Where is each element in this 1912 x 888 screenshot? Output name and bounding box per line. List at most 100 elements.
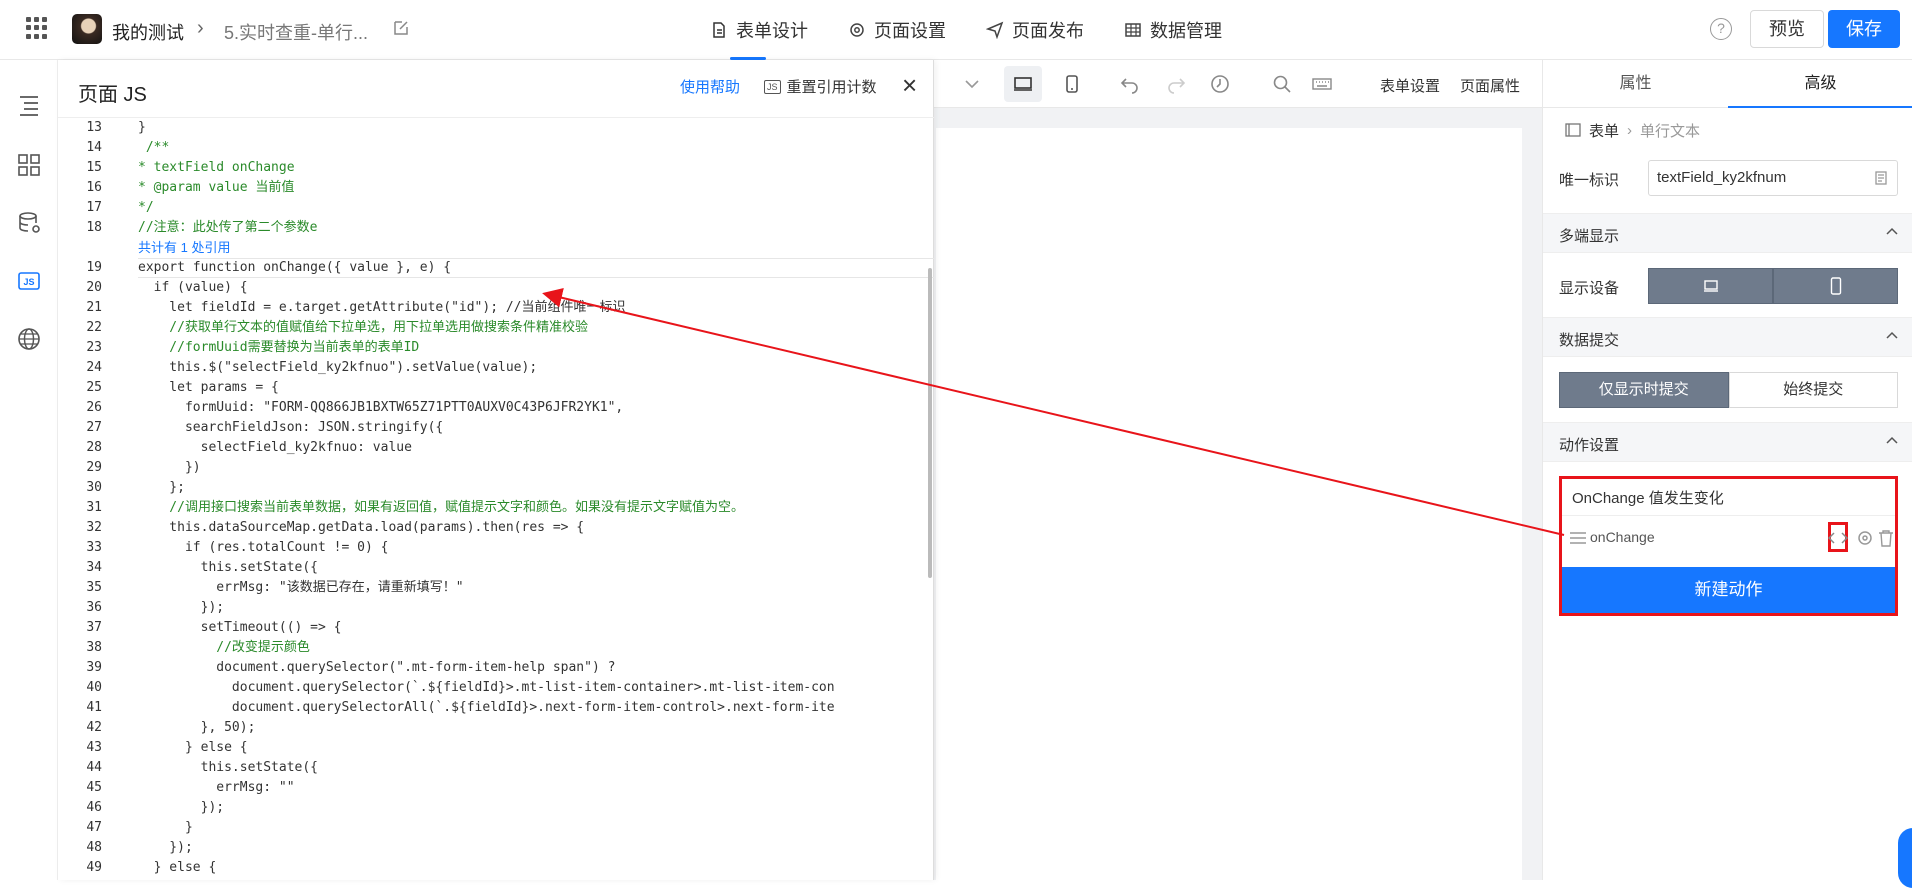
line-number: 38 bbox=[86, 640, 102, 655]
desktop-device-option[interactable] bbox=[1648, 268, 1773, 304]
new-action-button[interactable]: 新建动作 bbox=[1562, 567, 1895, 613]
editor-scrollbar[interactable] bbox=[928, 268, 932, 578]
line-number: 31 bbox=[86, 500, 102, 515]
always-submit-option[interactable]: 始终提交 bbox=[1728, 372, 1898, 408]
components-icon[interactable] bbox=[16, 152, 42, 178]
send-icon bbox=[986, 21, 1004, 39]
code-line: } else { bbox=[138, 860, 217, 875]
mobile-view-icon[interactable] bbox=[1062, 74, 1082, 94]
chevron-up-icon[interactable] bbox=[1886, 226, 1898, 238]
chevron-up-icon[interactable] bbox=[1886, 330, 1898, 342]
submit-when-visible-option[interactable]: 仅显示时提交 bbox=[1559, 372, 1729, 408]
desktop-view-icon[interactable] bbox=[1013, 74, 1033, 94]
line-number: 35 bbox=[86, 580, 102, 595]
unique-id-value: textField_ky2kfnum bbox=[1657, 169, 1787, 186]
section-title: 动作设置 bbox=[1559, 437, 1620, 454]
chevron-up-icon[interactable] bbox=[1886, 435, 1898, 447]
section-data-submit[interactable]: 数据提交 bbox=[1543, 317, 1912, 357]
app-grid-icon[interactable] bbox=[26, 17, 48, 39]
code-line: //formUuid需要替换为当前表单的表单ID bbox=[138, 340, 420, 355]
code-line: if (value) { bbox=[138, 280, 248, 295]
help-link[interactable]: 使用帮助 bbox=[680, 79, 741, 96]
tab-data-management[interactable]: 数据管理 bbox=[1104, 0, 1242, 60]
chevron-right-icon: › bbox=[197, 17, 204, 39]
display-device-label: 显示设备 bbox=[1559, 280, 1620, 297]
tab-advanced[interactable]: 高级 bbox=[1728, 60, 1912, 108]
action-item[interactable]: onChange bbox=[1562, 515, 1895, 559]
copy-icon[interactable] bbox=[1873, 170, 1889, 186]
code-line: formUuid: "FORM-QQ866JB1BXTW65Z71PTT0AUX… bbox=[138, 400, 624, 415]
line-number: 47 bbox=[86, 820, 102, 835]
undo-icon[interactable] bbox=[1120, 74, 1140, 94]
js-panel-header: 页面 JS 使用帮助 JS 重置引用计数 × bbox=[58, 60, 934, 118]
app-avatar[interactable] bbox=[72, 14, 102, 44]
code-icon bbox=[1828, 532, 1848, 544]
save-button[interactable]: 保存 bbox=[1828, 10, 1900, 48]
code-content[interactable]: } /*** textField onChange* @param value … bbox=[138, 118, 934, 878]
table-icon bbox=[1125, 23, 1141, 37]
drag-handle-icon[interactable] bbox=[1570, 532, 1586, 544]
tab-properties[interactable]: 属性 bbox=[1619, 75, 1652, 92]
help-icon[interactable]: ? bbox=[1710, 18, 1732, 40]
reset-ref-count-button[interactable]: JS 重置引用计数 bbox=[764, 76, 877, 97]
line-number: 33 bbox=[86, 540, 102, 555]
outline-tree-icon[interactable] bbox=[16, 92, 42, 118]
breadcrumb-form[interactable]: 表单 bbox=[1589, 122, 1620, 140]
chevron-down-icon[interactable] bbox=[962, 74, 982, 94]
code-line: /** bbox=[138, 140, 170, 155]
properties-panel: 属性 高级 表单 › 单行文本 唯一标识 textField_ky2kfnum … bbox=[1542, 60, 1912, 880]
chevron-right-icon: › bbox=[1627, 121, 1633, 139]
line-number: 19 bbox=[86, 260, 102, 275]
history-icon[interactable] bbox=[1210, 74, 1230, 94]
line-number: 46 bbox=[86, 800, 102, 815]
action-title: OnChange 值发生变化 bbox=[1572, 490, 1724, 507]
line-number: 27 bbox=[86, 420, 102, 435]
app-name[interactable]: 我的测试 bbox=[112, 23, 184, 43]
line-number: 34 bbox=[86, 560, 102, 575]
trash-icon[interactable] bbox=[1878, 529, 1894, 547]
code-line: searchFieldJson: JSON.stringify({ bbox=[138, 420, 444, 435]
unique-id-input[interactable]: textField_ky2kfnum bbox=[1648, 160, 1898, 196]
line-number: 41 bbox=[86, 700, 102, 715]
document-icon bbox=[713, 22, 725, 38]
mobile-device-option[interactable] bbox=[1773, 268, 1898, 304]
code-line: //改变提示颜色 bbox=[138, 640, 310, 655]
js-icon[interactable]: JS bbox=[16, 268, 42, 294]
preview-button[interactable]: 预览 bbox=[1750, 10, 1824, 48]
tab-form-design[interactable]: 表单设计 bbox=[690, 0, 828, 60]
gear-icon[interactable] bbox=[1856, 529, 1874, 547]
reference-hint: 共计有 1 处引用 bbox=[138, 240, 231, 255]
page-properties-link[interactable]: 页面属性 bbox=[1460, 78, 1521, 95]
line-number: 43 bbox=[86, 740, 102, 755]
line-number: 13 bbox=[86, 120, 102, 135]
js-panel-title: 页面 JS bbox=[78, 84, 147, 106]
form-settings-link[interactable]: 表单设置 bbox=[1380, 78, 1441, 95]
edit-icon[interactable] bbox=[392, 19, 410, 37]
assistant-float-button[interactable] bbox=[1898, 828, 1912, 888]
tab-page-publish[interactable]: 页面发布 bbox=[966, 0, 1104, 60]
code-line: //调用接口搜索当前表单数据，如果有返回值，赋值提示文字和颜色。如果没有提示文字… bbox=[138, 500, 744, 515]
code-line: errMsg: "" bbox=[138, 780, 295, 795]
code-line: setTimeout(() => { bbox=[138, 620, 342, 635]
form-canvas-paper[interactable] bbox=[936, 128, 1522, 880]
section-title: 多端显示 bbox=[1559, 228, 1620, 245]
close-icon[interactable]: × bbox=[902, 70, 918, 100]
code-line: this.dataSourceMap.getData.load(params).… bbox=[138, 520, 585, 535]
left-rail: JS bbox=[0, 60, 58, 880]
code-line: this.setState({ bbox=[138, 760, 319, 775]
canvas-toolbar: 表单设置 页面属性 bbox=[934, 60, 1542, 108]
code-line: export function onChange({ value }, e) { bbox=[138, 260, 452, 275]
redo-icon[interactable] bbox=[1166, 74, 1186, 94]
section-actions[interactable]: 动作设置 bbox=[1543, 422, 1912, 462]
keyboard-icon[interactable] bbox=[1312, 74, 1332, 94]
globe-icon[interactable] bbox=[16, 326, 42, 352]
search-icon[interactable] bbox=[1272, 74, 1292, 94]
tab-page-settings[interactable]: 页面设置 bbox=[828, 0, 966, 60]
datasource-icon[interactable] bbox=[16, 210, 42, 236]
breadcrumb-current: 单行文本 bbox=[1640, 122, 1701, 140]
section-multi-display[interactable]: 多端显示 bbox=[1543, 213, 1912, 253]
page-name[interactable]: 5.实时查重-单行... bbox=[224, 23, 369, 43]
code-line: if (res.totalCount != 0) { bbox=[138, 540, 389, 555]
